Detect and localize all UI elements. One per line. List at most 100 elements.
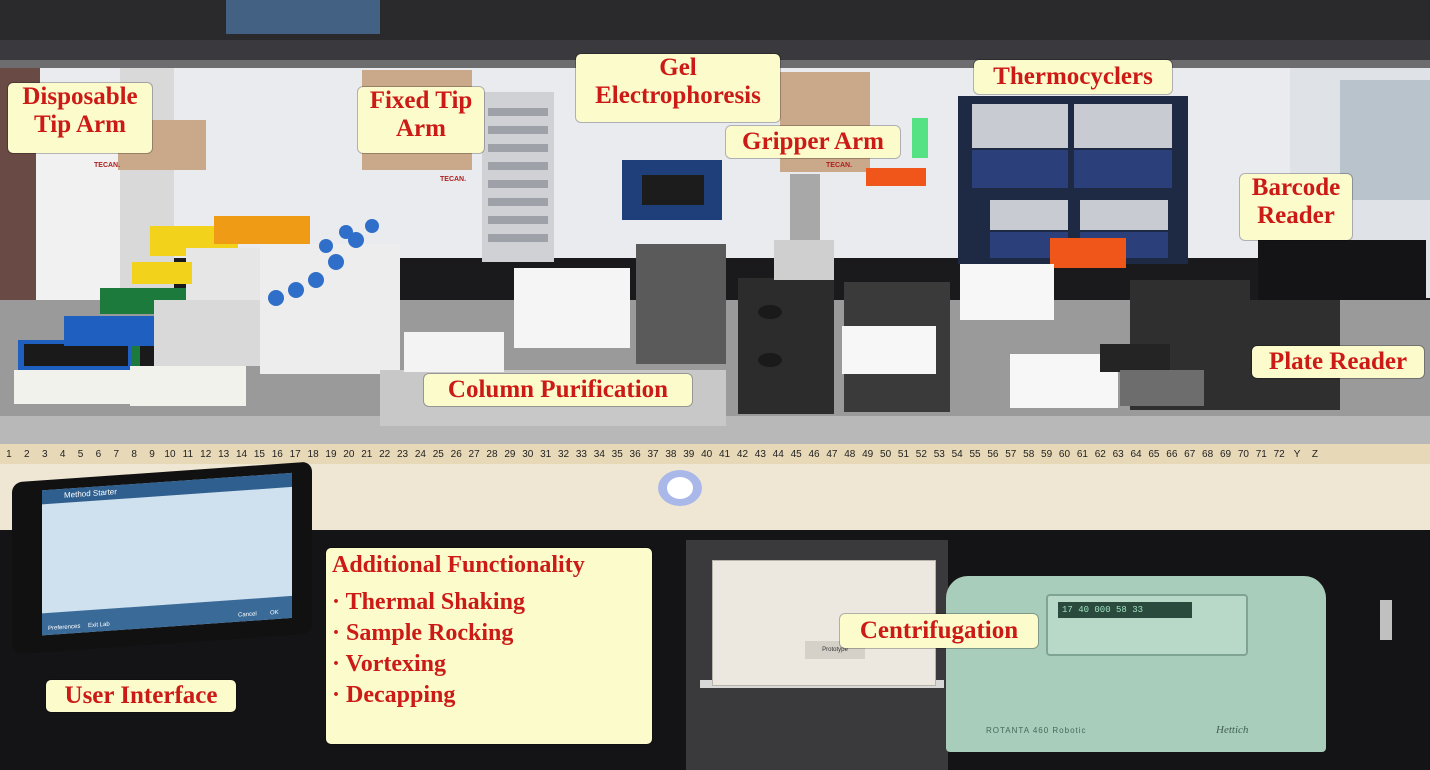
ruler-tick-30: 30 [522, 448, 534, 460]
label-additional-functionality-item-3: · Vortexing [332, 650, 447, 677]
ruler-tick-60: 60 [1058, 448, 1071, 460]
ruler-tick-35: 35 [611, 448, 623, 460]
ruler-tick-45: 45 [790, 448, 802, 460]
ruler-tick-19: 19 [325, 448, 337, 460]
tablet-exit-lab-button[interactable]: Exit Lab [88, 621, 110, 630]
ruler-tick-68: 68 [1202, 448, 1214, 460]
ruler-tick-48: 48 [844, 448, 856, 460]
label-column-purification: Column Purification [424, 374, 692, 406]
ruler-tick-z: Z [1311, 448, 1319, 460]
user-interface-tablet: Method Starter Preferences Exit Lab Canc… [12, 461, 312, 655]
ruler-tick-2: 2 [24, 448, 30, 460]
ruler-tick-y: Y [1293, 448, 1301, 460]
ruler-tick-10: 10 [164, 448, 176, 460]
ruler-tick-9: 9 [149, 448, 155, 460]
ruler-tick-22: 22 [379, 448, 391, 460]
centrifuge-model-text: ROTANTA 460 Robotic [986, 726, 1087, 735]
label-barcode-reader-line1: Barcode [1251, 174, 1341, 201]
label-disposable-tip-arm-line2: Tip Arm [34, 111, 126, 138]
ruler-tick-55: 55 [969, 448, 981, 460]
ruler-tick-14: 14 [235, 448, 248, 460]
ruler-tick-71: 71 [1255, 448, 1267, 460]
centrifuge-display: 17 40 000 58 33 [1058, 602, 1192, 618]
ruler-tick-7: 7 [113, 448, 120, 460]
tecan-logo-disposable-arm: TECAN. [94, 162, 121, 169]
ruler-tick-26: 26 [450, 448, 462, 460]
ruler-tick-1: 1 [6, 448, 12, 460]
ruler-tick-44: 44 [772, 448, 784, 460]
ruler-tick-24: 24 [414, 448, 426, 460]
ruler-tick-13: 13 [218, 448, 230, 460]
ruler-tick-36: 36 [629, 448, 641, 460]
centrifuge: 17 40 000 58 33 ROTANTA 460 Robotic Hett… [946, 576, 1326, 752]
ruler-tick-15: 15 [253, 448, 265, 460]
label-barcode-reader: Barcode Reader [1240, 174, 1352, 240]
ruler-tick-23: 23 [396, 448, 409, 460]
ruler-tick-52: 52 [915, 448, 927, 460]
ruler-tick-3: 3 [41, 448, 48, 460]
ruler-tick-49: 49 [862, 448, 874, 460]
label-disposable-tip-arm-line1: Disposable [22, 83, 138, 110]
tablet-screen[interactable]: Method Starter Preferences Exit Lab Canc… [42, 472, 292, 636]
ruler-tick-64: 64 [1130, 448, 1142, 460]
tablet-ok-button[interactable]: OK [270, 609, 279, 617]
label-barcode-reader-line2: Reader [1257, 202, 1335, 229]
ruler-tick-58: 58 [1023, 448, 1035, 460]
tablet-preferences-button[interactable]: Preferences [48, 623, 81, 632]
ruler-tick-11: 11 [182, 448, 194, 460]
ruler-tick-39: 39 [683, 448, 695, 460]
label-gel-electrophoresis-line2: Electrophoresis [595, 82, 761, 109]
ruler-tick-8: 8 [131, 448, 137, 460]
ruler-tick-33: 33 [575, 448, 587, 460]
ruler-tick-57: 57 [1005, 448, 1017, 460]
label-disposable-tip-arm: Disposable Tip Arm [8, 83, 152, 153]
ruler-tick-59: 59 [1041, 448, 1053, 460]
ruler-tick-5: 5 [77, 448, 84, 460]
ruler-tick-40: 40 [701, 448, 713, 460]
label-gripper-arm: Gripper Arm [726, 126, 900, 158]
ruler-tick-38: 38 [665, 448, 677, 460]
ruler-tick-65: 65 [1148, 448, 1160, 460]
ruler-tick-21: 21 [361, 448, 373, 460]
ruler-tick-16: 16 [271, 448, 283, 460]
label-user-interface: User Interface [46, 680, 236, 712]
label-additional-functionality: Additional Functionality · Thermal Shaki… [326, 548, 652, 744]
tecan-logo-gripper-arm: TECAN. [826, 162, 853, 169]
ruler-tick-66: 66 [1166, 448, 1178, 460]
ruler-tick-4: 4 [59, 448, 66, 460]
ruler-tick-12: 12 [200, 448, 212, 460]
ruler-tick-61: 61 [1076, 448, 1088, 460]
label-thermocyclers: Thermocyclers [974, 60, 1172, 94]
ruler-tick-25: 25 [432, 448, 444, 460]
label-gel-electrophoresis-line1: Gel [659, 54, 697, 81]
ruler-tick-37: 37 [647, 448, 659, 460]
label-fixed-tip-arm-line2: Arm [396, 115, 446, 142]
ruler-tick-6: 6 [95, 448, 102, 460]
ruler-tick-28: 28 [486, 448, 498, 460]
ruler-tick-51: 51 [897, 448, 910, 460]
ruler-tick-41: 41 [719, 448, 731, 460]
label-fixed-tip-arm-line1: Fixed Tip [369, 87, 473, 114]
tablet-cancel-button[interactable]: Cancel [238, 611, 257, 619]
label-additional-functionality-title: Additional Functionality [332, 552, 585, 578]
ruler-tick-31: 31 [540, 448, 552, 460]
label-additional-functionality-item-1: · Thermal Shaking [332, 588, 525, 615]
ruler-tick-20: 20 [343, 448, 355, 460]
ruler-tick-62: 62 [1094, 448, 1106, 460]
tablet-footer: Preferences Exit Lab Cancel OK [42, 595, 292, 636]
ruler-tick-72: 72 [1273, 448, 1285, 460]
label-additional-functionality-item-2: · Sample Rocking [332, 619, 514, 646]
tablet-title-bar: Method Starter [42, 472, 292, 505]
label-additional-functionality-item-4: · Decapping [332, 681, 456, 708]
ruler-tick-32: 32 [557, 448, 570, 460]
label-fixed-tip-arm: Fixed Tip Arm [358, 87, 484, 153]
ruler-tick-34: 34 [593, 448, 605, 460]
ruler-tick-50: 50 [880, 448, 892, 460]
ruler-tick-69: 69 [1219, 448, 1232, 460]
centrifuge-brand-logo: Hettich [1216, 724, 1249, 736]
ruler-tick-70: 70 [1237, 448, 1249, 460]
centrifuge-control-panel: 17 40 000 58 33 [1046, 594, 1248, 656]
ruler-tick-67: 67 [1184, 448, 1196, 460]
label-plate-reader: Plate Reader [1252, 346, 1424, 378]
